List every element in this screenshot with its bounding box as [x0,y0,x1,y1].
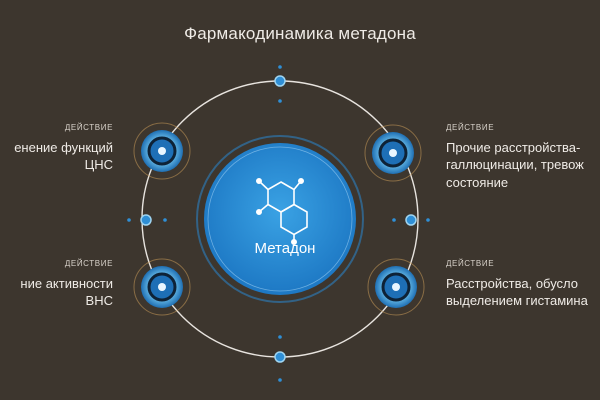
molecule-icon [255,178,308,246]
diagram-title: Фармакодинамика метадона [184,24,416,43]
connector-right [392,214,430,226]
effect-text-line: Прочие расстройства- [446,139,581,155]
center-label: Метадон [254,240,316,257]
effect-label-bottom-left: ДЕЙСТВИЕ ние активности ВНС [20,259,113,310]
effect-label-bottom-right: ДЕЙСТВИЕ Расстройства, обусло выделением… [446,259,588,310]
effect-text-line: состояние [446,174,509,190]
effect-label-top-left: ДЕЙСТВИЕ енение функций ЦНС [14,123,113,174]
connector-top [274,65,286,103]
effect-label-top-right: ДЕЙСТВИЕ Прочие расстройства- галлюцинац… [446,123,584,191]
effect-text-line: выделением гистамина [446,293,588,309]
effect-caption: ДЕЙСТВИЕ [64,259,113,268]
effect-text-line: ЦНС [84,157,113,173]
effect-node-bottom-right [367,258,425,316]
effect-text-line: галлюцинации, тревож [446,157,584,173]
effect-text-line: Расстройства, обусло [446,275,579,291]
effect-node-top-left [133,122,191,180]
effect-node-top-right [364,124,422,182]
effect-caption: ДЕЙСТВИЕ [446,259,495,268]
effect-text-line: ние активности [20,275,113,291]
connector-bottom [274,335,286,382]
effect-node-bottom-left [133,258,191,316]
effect-caption: ДЕЙСТВИЕ [446,123,495,132]
center-inner-ring [207,146,353,292]
center-outer-ring [196,135,364,303]
effect-text-line: ВНС [85,293,113,309]
effect-caption: ДЕЙСТВИЕ [64,123,113,132]
effect-text-line: енение функций [14,139,113,155]
connector-left [127,214,167,226]
center-circle [204,143,356,295]
